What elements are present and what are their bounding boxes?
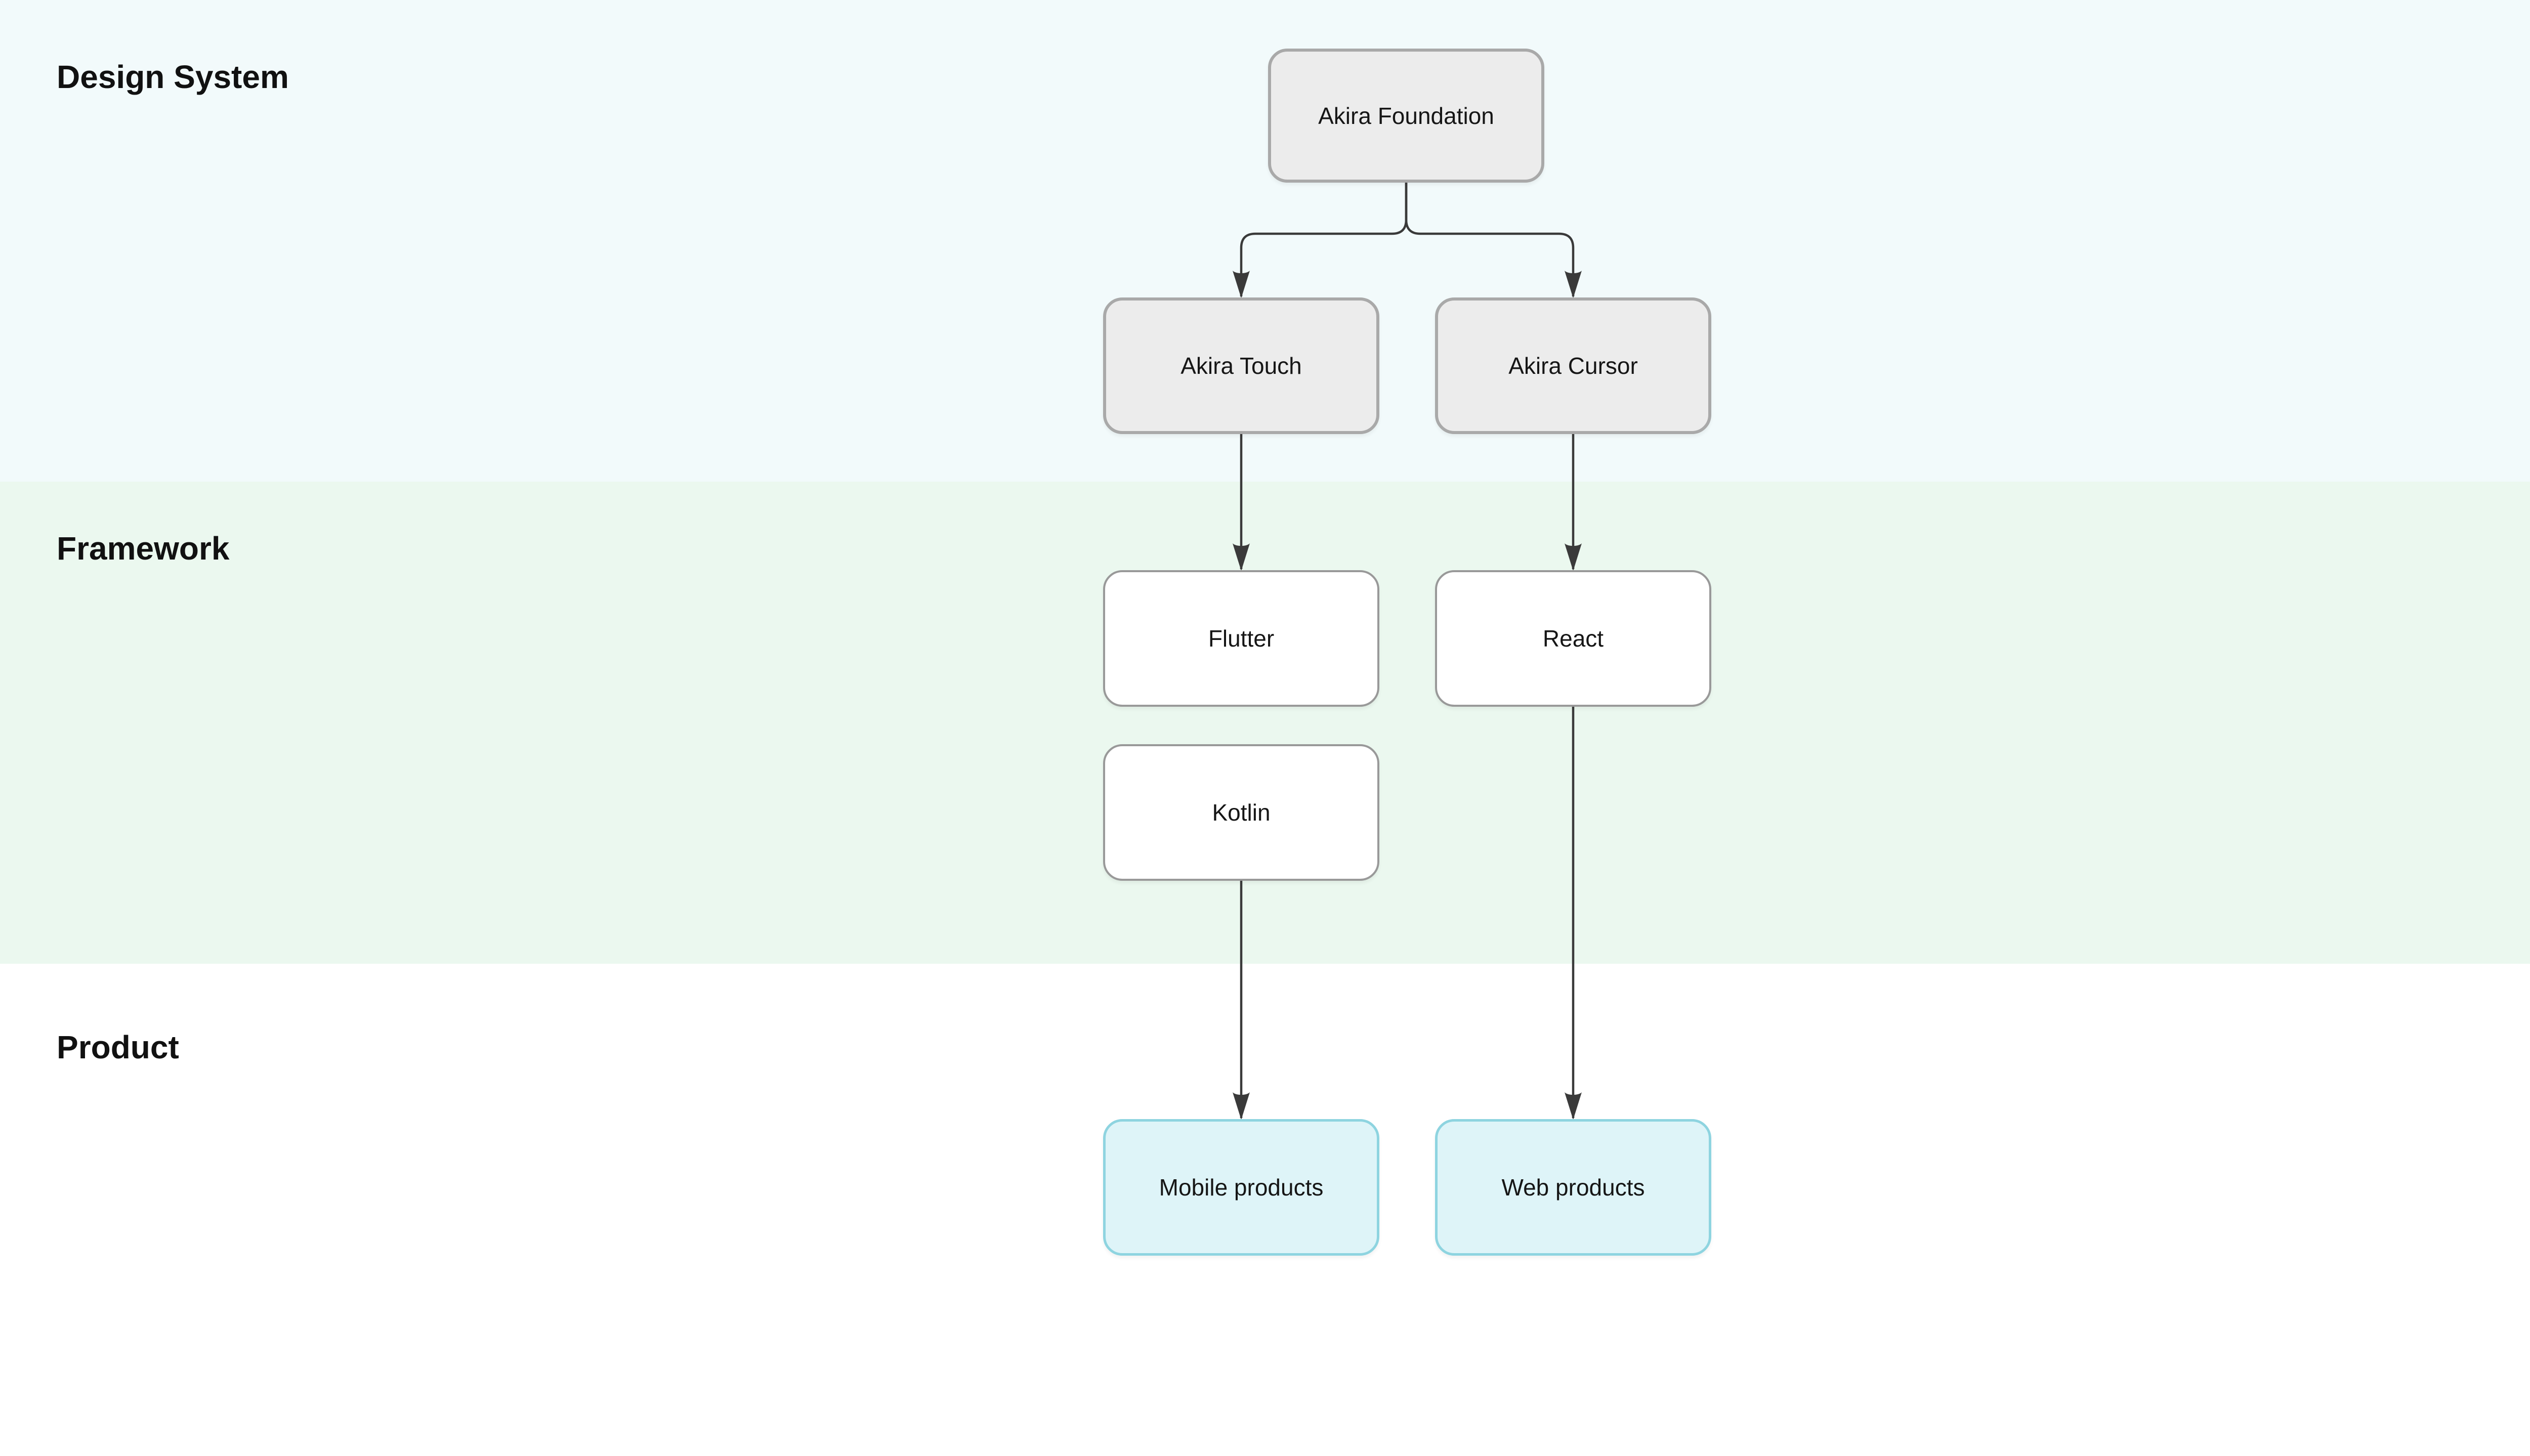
node-kotlin-label: Kotlin: [1212, 799, 1271, 826]
node-akira-cursor-label: Akira Cursor: [1508, 353, 1638, 379]
node-flutter: Flutter: [1103, 570, 1379, 707]
band-framework: [0, 482, 2530, 964]
band-title-product: Product: [57, 1029, 179, 1065]
node-kotlin: Kotlin: [1103, 744, 1379, 881]
node-react-label: React: [1542, 625, 1604, 652]
band-title-design-system: Design System: [57, 59, 289, 95]
node-mobile-products: Mobile products: [1103, 1119, 1379, 1256]
node-akira-touch-label: Akira Touch: [1180, 353, 1302, 379]
node-akira-touch: Akira Touch: [1103, 297, 1379, 434]
node-flutter-label: Flutter: [1208, 625, 1275, 652]
node-akira-foundation-label: Akira Foundation: [1318, 102, 1494, 129]
node-akira-foundation: Akira Foundation: [1268, 49, 1544, 183]
node-akira-cursor: Akira Cursor: [1435, 297, 1711, 434]
node-mobile-products-label: Mobile products: [1159, 1174, 1324, 1201]
node-web-products-label: Web products: [1501, 1174, 1645, 1201]
band-title-framework: Framework: [57, 530, 230, 567]
node-web-products: Web products: [1435, 1119, 1711, 1256]
node-react: React: [1435, 570, 1711, 707]
